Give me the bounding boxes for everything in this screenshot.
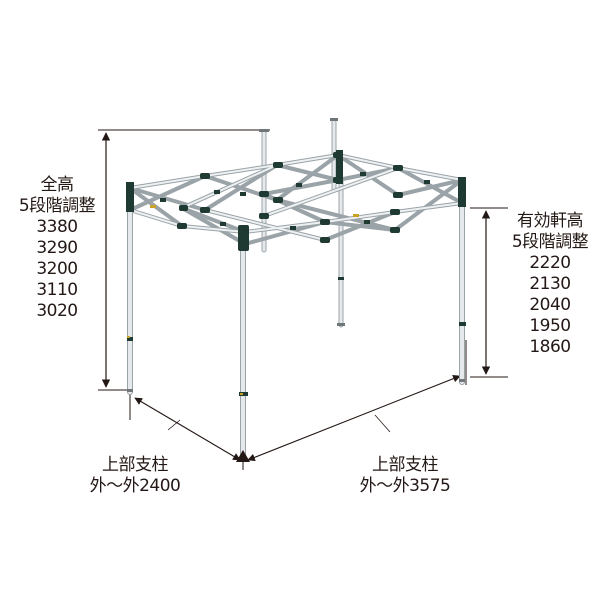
front-center-leg xyxy=(236,225,250,462)
eave-height-value: 1950 xyxy=(529,316,571,336)
total-height-value: 3290 xyxy=(36,238,78,258)
eave-height-value: 2040 xyxy=(529,295,571,315)
eave-height-label: 有効軒高 5段階調整 2220 2130 2040 1950 1860 xyxy=(500,211,600,358)
latch xyxy=(353,214,359,217)
truss-joints xyxy=(160,152,430,243)
eave-height-value: 2130 xyxy=(529,274,571,294)
total-height-label: 全高 5段階調整 3380 3290 3200 3110 3020 xyxy=(14,175,100,322)
total-height-subtitle: 5段階調整 xyxy=(18,196,96,216)
scissor-truss-highlight xyxy=(129,154,463,241)
total-height-value: 3110 xyxy=(36,280,78,300)
depth-value: 外～外3575 xyxy=(359,476,451,496)
total-height-value: 3380 xyxy=(36,217,78,237)
front-left-leg xyxy=(126,182,134,395)
depth-title: 上部支柱 xyxy=(372,455,439,475)
width-title: 上部支柱 xyxy=(102,455,169,475)
eave-height-value: 1860 xyxy=(529,337,571,357)
latch xyxy=(150,205,156,208)
scissor-truss xyxy=(128,153,464,246)
total-height-value: 3020 xyxy=(36,301,78,321)
width-label: 上部支柱 外～外2400 xyxy=(70,455,200,497)
eave-height-subtitle: 5段階調整 xyxy=(511,232,589,252)
front-right-leg xyxy=(458,177,466,385)
tent-frame xyxy=(126,118,466,462)
total-height-title: 全高 xyxy=(40,175,75,195)
eave-height-value: 2220 xyxy=(529,253,571,273)
eave-height-title: 有効軒高 xyxy=(517,211,584,231)
width-value: 外～外2400 xyxy=(89,476,181,496)
total-height-value: 3200 xyxy=(36,259,78,279)
depth-label: 上部支柱 外～外3575 xyxy=(340,455,470,497)
eave-height-dimension xyxy=(470,207,508,378)
depth-dimension xyxy=(247,340,467,462)
total-height-dimension xyxy=(98,129,270,391)
